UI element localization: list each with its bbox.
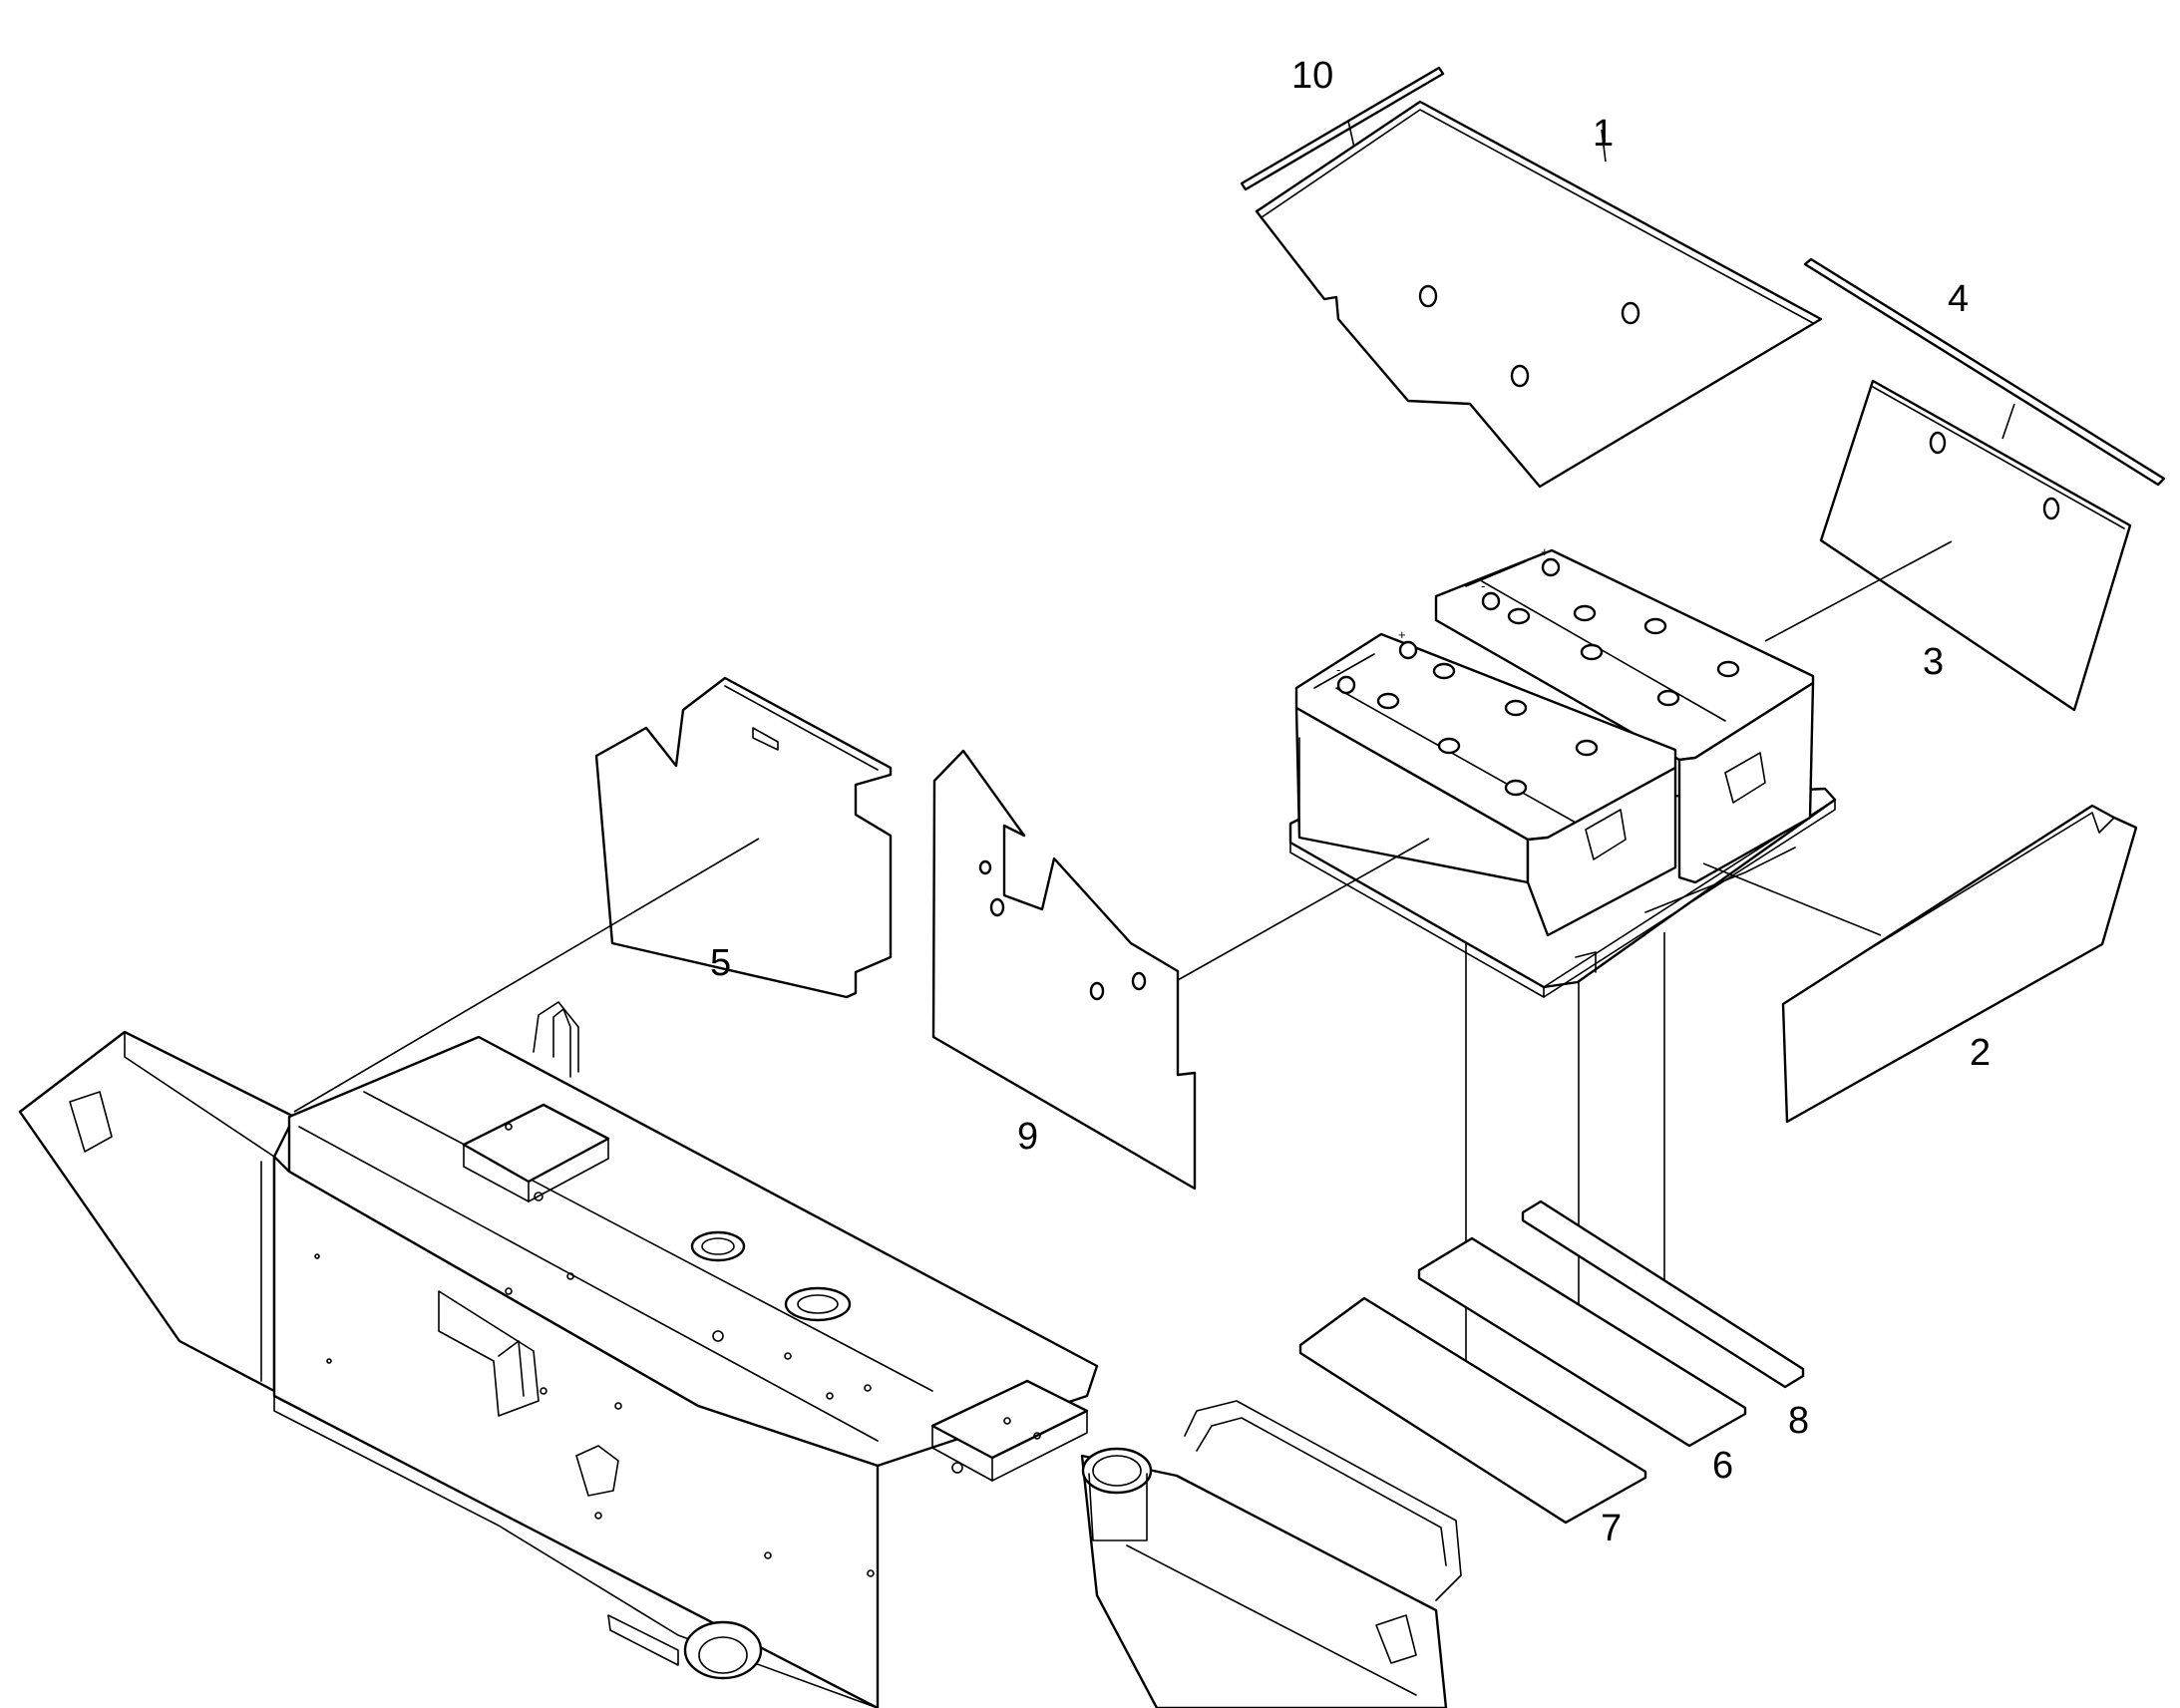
part-6-pad: 6: [1417, 1236, 1747, 1487]
bolt-hole: [1510, 364, 1530, 388]
flange-opening: [784, 1286, 852, 1322]
part-9-shaped-panel: 9: [931, 749, 1430, 1191]
label-3: 3: [1923, 641, 1944, 683]
side-bracket: [438, 1290, 540, 1417]
bolt-hole: [1621, 301, 1640, 325]
filler-opening: [690, 1230, 746, 1262]
hose-loop: [533, 1001, 579, 1073]
terminal-mark-negative: -: [1481, 578, 1485, 593]
part-1-cover-plate: 1: [1255, 100, 1823, 489]
label-10: 10: [1291, 55, 1333, 97]
label-7: 7: [1601, 1508, 1622, 1549]
part-7-pad: 7: [1298, 1296, 1647, 1549]
battery-rear-side: [1677, 681, 1815, 884]
part-3-side-plate: 3: [1764, 379, 2132, 712]
battery-terminal: [1398, 640, 1418, 660]
panel-slot: [752, 727, 779, 751]
tank-end: [1080, 1454, 1448, 1708]
terminal-mark-positive: +: [1398, 627, 1406, 642]
battery-terminal: [1481, 591, 1501, 611]
fasteners: [314, 1123, 1041, 1577]
side-lug: [607, 1614, 679, 1666]
label-6: 6: [1712, 1445, 1733, 1487]
side-port: [683, 1620, 763, 1680]
part-8-strip: 8: [1521, 1199, 1809, 1442]
part-5-end-panel: 5: [293, 676, 893, 1113]
label-9: 9: [1017, 1116, 1038, 1158]
label-8: 8: [1788, 1400, 1809, 1442]
frame-slot-left: [69, 1091, 113, 1153]
battery-handle: [1724, 752, 1766, 804]
bolt-hole: [1418, 284, 1438, 308]
bolt-hole: [1089, 981, 1105, 1001]
terminal-mark-negative: -: [1336, 662, 1340, 677]
battery-handle: [1585, 809, 1627, 860]
bolt-hole: [989, 897, 1005, 917]
label-1: 1: [1593, 113, 1614, 155]
terminal-mark-positive: +: [1541, 544, 1549, 559]
part-2-side-panel: 2: [1702, 804, 2138, 1124]
clip: [575, 1445, 619, 1497]
battery-assembly: - + - +: [1288, 544, 1837, 1416]
guard-rail: [1184, 1400, 1462, 1601]
bolt-hole: [2042, 497, 2060, 520]
bolt-hole: [1929, 431, 1947, 455]
part-4-strip: 4: [1803, 257, 2166, 487]
battery-front-side: [1526, 766, 1677, 937]
bolt-hole: [978, 859, 992, 875]
bolt-hole: [1131, 971, 1147, 991]
chassis-frame: [18, 1001, 1462, 1708]
part-10-strip: 10: [1240, 55, 1445, 191]
battery-terminal: [1336, 675, 1356, 695]
battery-terminal: [1541, 557, 1561, 577]
label-2: 2: [1970, 1032, 1991, 1074]
label-5: 5: [710, 942, 731, 984]
label-4: 4: [1948, 278, 1969, 320]
